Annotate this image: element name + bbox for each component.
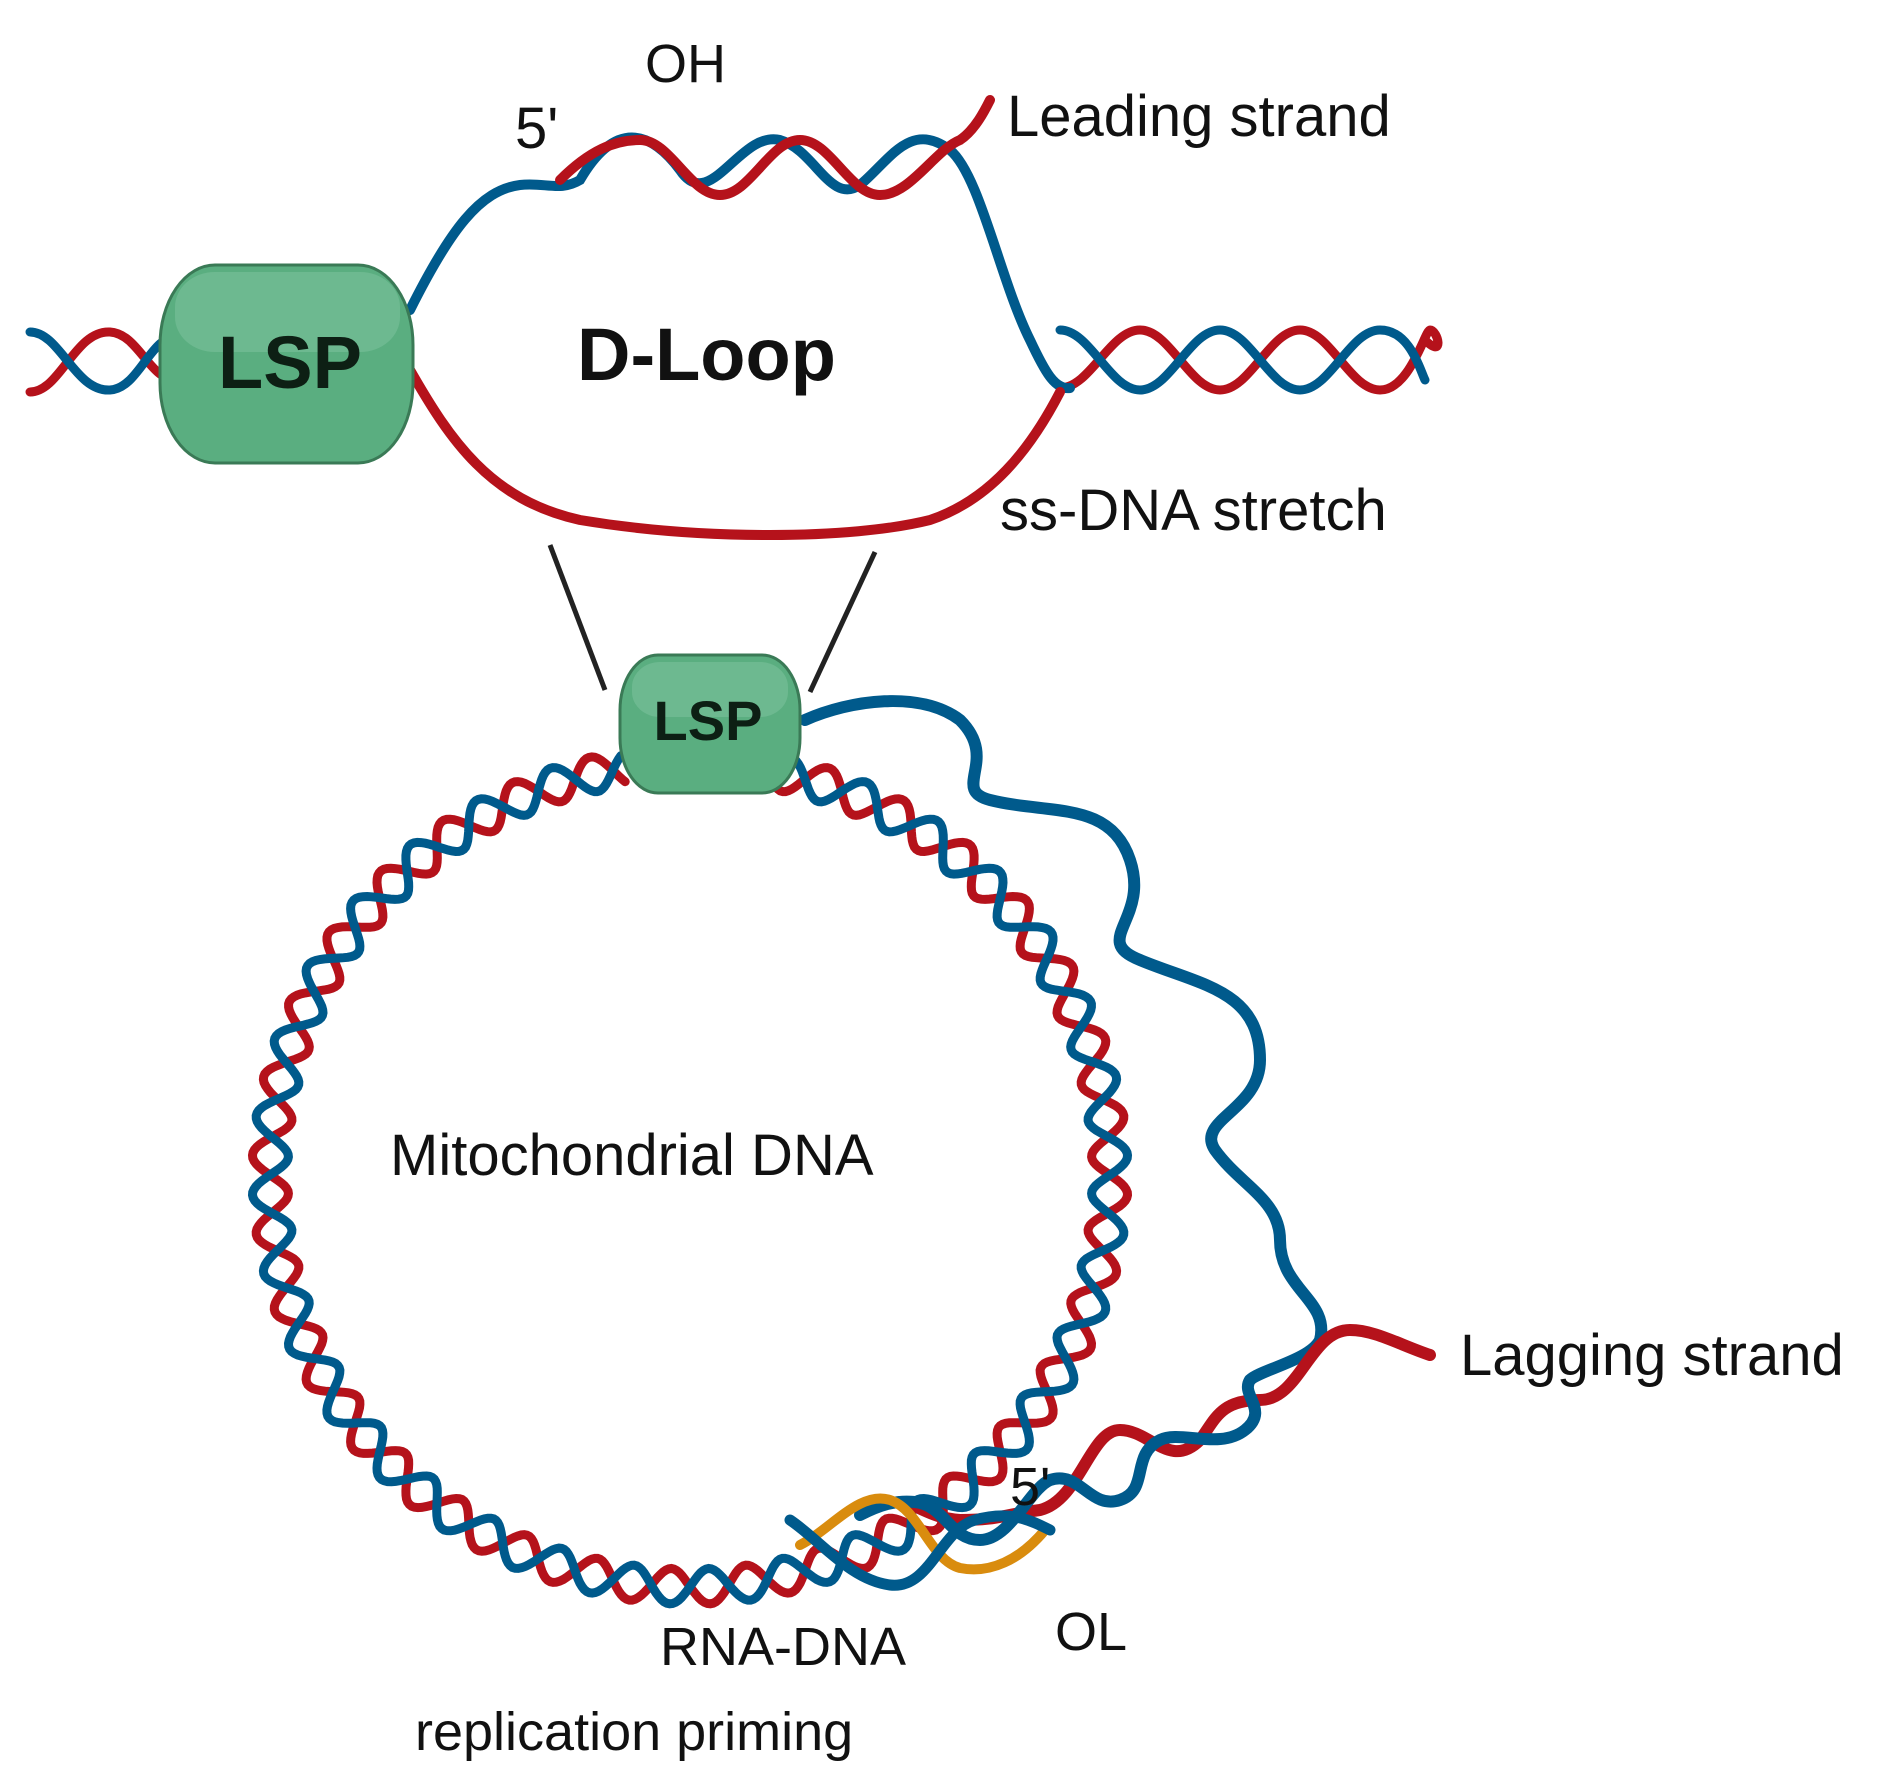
connector-right (807, 550, 878, 694)
lsp-large-block: LSP (158, 263, 415, 465)
d-loop-section: LSP OH 5' Leading strand D-Loop ss-DNA s… (25, 34, 1443, 543)
right-duplex-red-strand (1055, 325, 1443, 395)
oh-label: OH (645, 34, 726, 94)
ss-dna-stretch-label: ss-DNA stretch (1000, 478, 1387, 543)
d-loop-blue-upper-strand (405, 132, 1075, 394)
mitochondrial-dna-label: Mitochondrial DNA (390, 1123, 874, 1188)
leading-strand-red (555, 95, 995, 201)
primer-region-blue (784, 1510, 1056, 1591)
lagging-template-blue-loop (799, 695, 1328, 1386)
five-prime-top-label: 5' (515, 96, 558, 161)
lsp-small-label: LSP (654, 689, 763, 752)
five-prime-bottom-label: 5' (1010, 1457, 1050, 1517)
d-loop-label: D-Loop (577, 313, 836, 396)
leading-strand-label: Leading strand (1007, 84, 1391, 149)
ol-label: OL (1055, 1602, 1127, 1662)
left-duplex-blue-strand (25, 327, 185, 395)
zoom-connectors (547, 544, 878, 694)
lsp-small-block: LSP (618, 653, 802, 795)
rna-dna-label-line1: RNA-DNA (660, 1617, 906, 1677)
lsp-large-label: LSP (218, 321, 362, 404)
connector-left (547, 544, 608, 691)
left-duplex-red-strand (25, 327, 185, 397)
lagging-strand-label: Lagging strand (1460, 1323, 1844, 1388)
mtdna-circle-blue-strand (247, 751, 1133, 1609)
mitochondrial-dna-section: LSP Mitochondrial DNA Lagging strand 5' … (247, 653, 1844, 1762)
lsp-large-highlight (175, 272, 400, 352)
rna-dna-label-line2: replication priming (415, 1702, 853, 1762)
lagging-strand-red (894, 1323, 1436, 1527)
lagging-return-blue (854, 1374, 1262, 1547)
ss-dna-stretch-red (405, 365, 1065, 540)
lsp-small-highlight (632, 662, 788, 717)
rna-dna-primer-orange (795, 1493, 1050, 1575)
right-duplex-blue-strand (1055, 325, 1430, 395)
